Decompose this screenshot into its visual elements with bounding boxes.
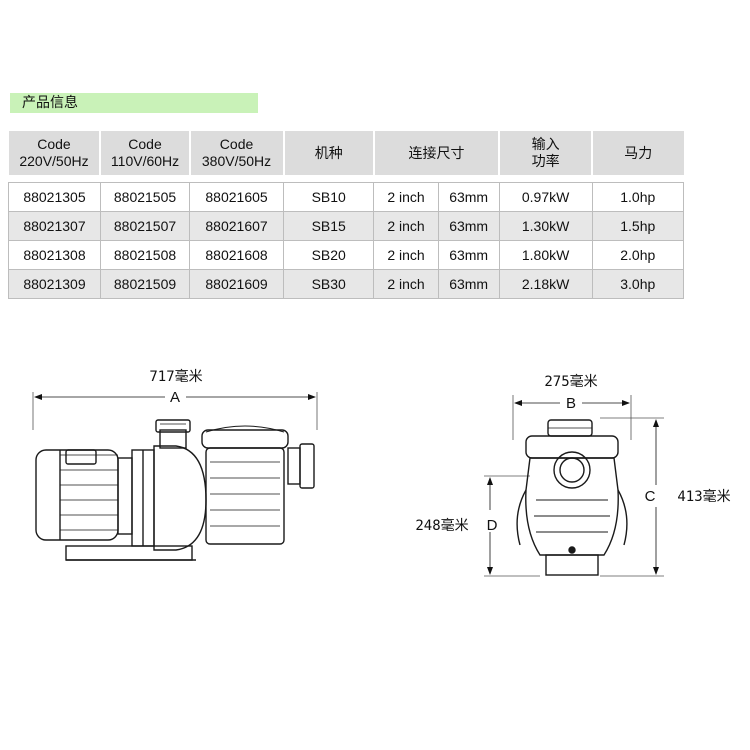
- table-cell: 1.5hp: [591, 211, 685, 241]
- table-cell: 63mm: [437, 269, 500, 299]
- header-model: 机种: [282, 131, 374, 175]
- front-height-label: 413毫米: [677, 488, 730, 505]
- table-cell: 2 inch: [373, 182, 439, 212]
- header-line: 220V/50Hz: [19, 153, 89, 169]
- table-cell: 88021509: [99, 269, 191, 299]
- table-cell: 2.0hp: [591, 240, 685, 270]
- front-body-height-letter: D: [487, 517, 498, 534]
- product-spec-table: Code 220V/50Hz Code 110V/60Hz Code 380V/…: [8, 131, 685, 299]
- header-line: 机种: [314, 144, 343, 161]
- header-input-power: 输入 功率: [498, 131, 593, 175]
- side-length-letter: A: [170, 389, 180, 406]
- table-cell: 1.80kW: [498, 240, 593, 270]
- table-row: 88021305 88021505 88021605 SB10 2 inch 6…: [8, 182, 685, 212]
- table-cell: 63mm: [437, 182, 500, 212]
- front-width-label: 275毫米: [544, 373, 597, 390]
- table-row: 88021308 88021508 88021608 SB20 2 inch 6…: [8, 240, 685, 270]
- table-cell: 63mm: [437, 211, 500, 241]
- front-width-letter: B: [566, 395, 576, 412]
- pump-side-view-drawing: [35, 419, 315, 561]
- table-header-row: Code 220V/50Hz Code 110V/60Hz Code 380V/…: [8, 131, 684, 175]
- pump-front-view-drawing: [516, 419, 628, 576]
- pump-dimension-diagram: 717毫米 A: [32, 368, 731, 577]
- table-cell: SB15: [282, 211, 375, 241]
- table-cell: SB10: [282, 182, 375, 212]
- header-code-380v: Code 380V/50Hz: [188, 131, 284, 175]
- gap-cell: [8, 175, 684, 183]
- header-line: 110V/60Hz: [110, 153, 180, 169]
- table-cell: 2 inch: [373, 269, 439, 299]
- header-code-110v: Code 110V/60Hz: [99, 131, 190, 175]
- front-height-letter: C: [645, 488, 656, 505]
- table-cell: 88021605: [189, 182, 284, 212]
- header-line: Code: [37, 136, 71, 152]
- front-view-dimension: 275毫米 B C 413毫米 248毫米 D: [415, 373, 731, 577]
- side-length-label: 717毫米: [149, 368, 202, 385]
- table-cell: 1.0hp: [591, 182, 685, 212]
- table-cell: 88021609: [189, 269, 284, 299]
- table-cell: 1.30kW: [498, 211, 593, 241]
- header-connection-size: 连接尺寸: [372, 131, 500, 175]
- table-cell: 88021505: [99, 182, 191, 212]
- front-body-height-label: 248毫米: [415, 517, 468, 534]
- table-cell: 88021309: [8, 269, 101, 299]
- table-cell: 63mm: [437, 240, 500, 270]
- header-code-220v: Code 220V/50Hz: [8, 131, 101, 175]
- table-cell: 0.97kW: [498, 182, 593, 212]
- table-cell: 88021307: [8, 211, 101, 241]
- table-row: 88021309 88021509 88021609 SB30 2 inch 6…: [8, 269, 685, 299]
- table-cell: 88021508: [99, 240, 191, 270]
- table-cell: 88021608: [189, 240, 284, 270]
- side-view-dimension: 717毫米 A: [32, 368, 318, 430]
- table-row: 88021307 88021507 88021607 SB15 2 inch 6…: [8, 211, 685, 241]
- header-line: 连接尺寸: [408, 144, 465, 161]
- header-line: 380V/50Hz: [201, 153, 272, 169]
- header-line: Code: [219, 136, 254, 152]
- table-cell: 88021308: [8, 240, 101, 270]
- table-cell: SB20: [282, 240, 375, 270]
- header-line: 马力: [624, 144, 653, 161]
- header-line: 功率: [531, 153, 560, 169]
- section-title: 产品信息: [10, 93, 258, 113]
- table-cell: 88021507: [99, 211, 191, 241]
- table-cell: 3.0hp: [591, 269, 685, 299]
- table-cell: 88021305: [8, 182, 101, 212]
- header-horsepower: 马力: [591, 131, 684, 175]
- table-cell: SB30: [282, 269, 375, 299]
- header-line: Code: [128, 136, 162, 152]
- table-cell: 2.18kW: [498, 269, 593, 299]
- table-cell: 2 inch: [373, 211, 439, 241]
- table-cell: 2 inch: [373, 240, 439, 270]
- table-cell: 88021607: [189, 211, 284, 241]
- header-line: 输入: [531, 136, 560, 152]
- table-gap: [8, 175, 684, 183]
